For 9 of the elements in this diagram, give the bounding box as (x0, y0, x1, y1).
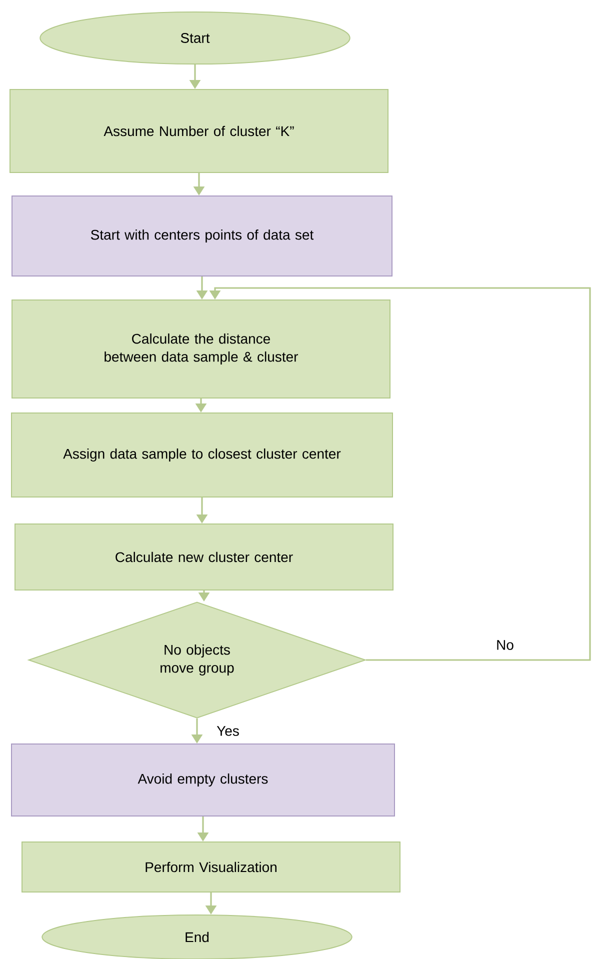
process-box: Avoid empty clusters (11, 744, 395, 816)
process-box: Calculate the distance between data sample & cluster (12, 300, 390, 398)
edge-label: No (495, 639, 515, 651)
process-box: Calculate new cluster center (14, 524, 394, 590)
process-box: Assume Number of cluster “K” (10, 89, 388, 173)
edge-label: Yes (216, 725, 240, 737)
process-box: Perform Visualization (22, 842, 400, 892)
process-box: Start with centers points of data set (12, 196, 392, 276)
process-box: Assign data sample to closest cluster center (11, 412, 393, 498)
